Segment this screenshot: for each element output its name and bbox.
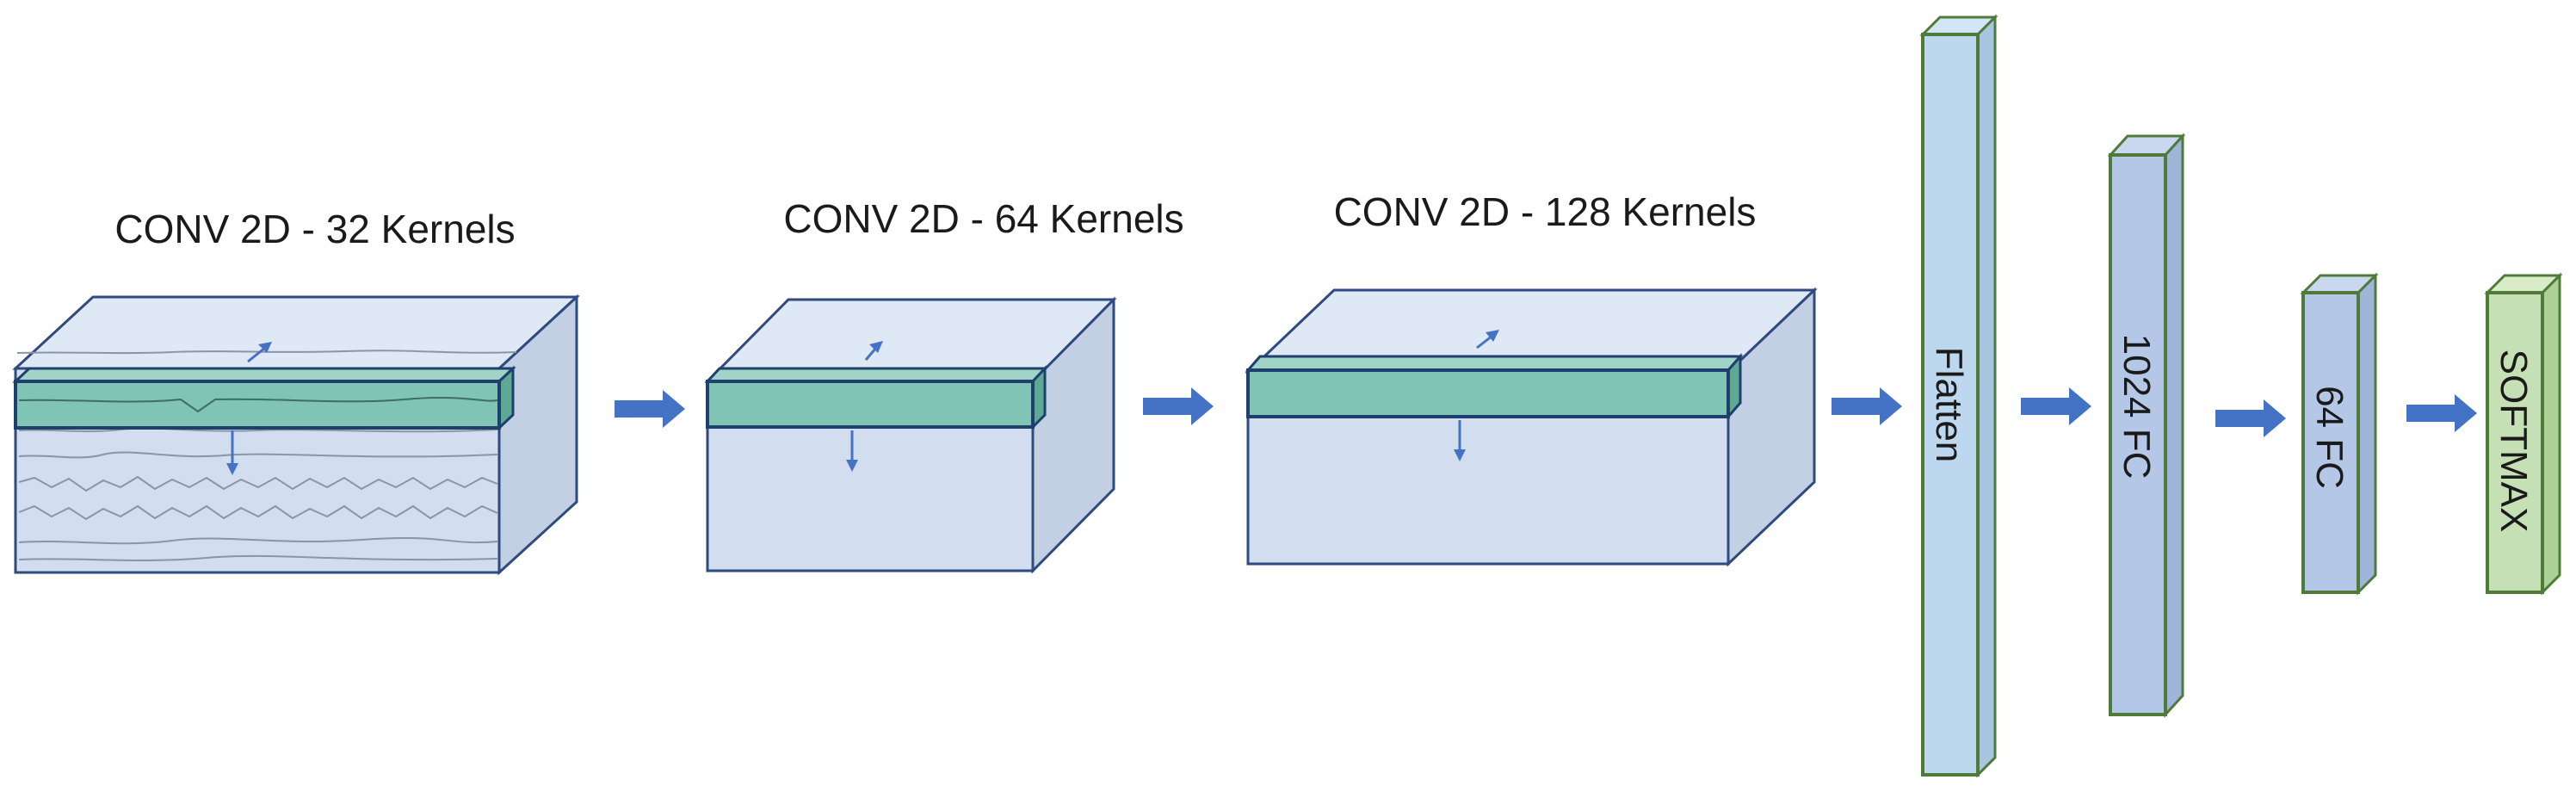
- dense-block-softmax: SOFTMAX: [2484, 272, 2563, 596]
- flow-arrow-2: [1143, 387, 1214, 425]
- stride-arrow-depth: [247, 346, 266, 363]
- conv-block-1-kernel-slab: [14, 380, 501, 430]
- softmax-side-face: [2541, 272, 2561, 596]
- flow-arrow-6: [2406, 394, 2477, 432]
- conv-block-1-kernel-top: [12, 367, 516, 383]
- conv-block-2-kernel-top: [704, 367, 1048, 383]
- conv-block-2: CONV 2D - 64 Kernels: [704, 196, 1184, 574]
- fc1024-side-face: [2164, 133, 2184, 718]
- conv-block-2-label: CONV 2D - 64 Kernels: [783, 196, 1183, 241]
- stride-arrow-depth: [1476, 334, 1493, 350]
- fc1024-label: 1024 FC: [2116, 334, 2158, 480]
- softmax-front-face: [2486, 291, 2544, 594]
- conv-block-3-kernel-slab: [1246, 368, 1730, 418]
- conv-block-1: CONV 2D - 32 Kernels: [12, 207, 580, 576]
- stride-arrow-depth: [864, 347, 878, 361]
- fc64-front-face: [2301, 291, 2360, 594]
- fc64-label: 64 FC: [2308, 386, 2351, 489]
- conv-block-1-top-face: [12, 295, 580, 370]
- conv-block-3-kernel-top: [1245, 355, 1744, 372]
- dense-block-1024-fc: 1024 FC: [2107, 133, 2186, 718]
- dense-block-64-fc: 64 FC: [2300, 272, 2379, 596]
- flatten-side-face: [1976, 14, 1997, 778]
- flow-arrow-1: [615, 390, 685, 428]
- fc1024-front-face: [2109, 153, 2167, 716]
- conv-block-3-label: CONV 2D - 128 Kernels: [1334, 189, 1757, 234]
- flatten-label: Flatten: [1928, 347, 1970, 463]
- flatten-front-face: [1921, 33, 1980, 777]
- conv-block-2-kernel-slab: [706, 380, 1035, 429]
- fc64-side-face: [2357, 272, 2377, 596]
- softmax-label: SOFTMAX: [2493, 350, 2535, 533]
- conv-block-1-label: CONV 2D - 32 Kernels: [114, 207, 515, 251]
- flow-arrow-4: [2021, 387, 2091, 425]
- signal-waveforms: [16, 350, 517, 561]
- flow-arrow-5: [2215, 399, 2286, 437]
- conv-block-3: CONV 2D - 128 Kernels: [1245, 189, 1818, 567]
- dense-block-flatten: Flatten: [1919, 14, 1998, 778]
- flow-arrow-3: [1832, 387, 1902, 425]
